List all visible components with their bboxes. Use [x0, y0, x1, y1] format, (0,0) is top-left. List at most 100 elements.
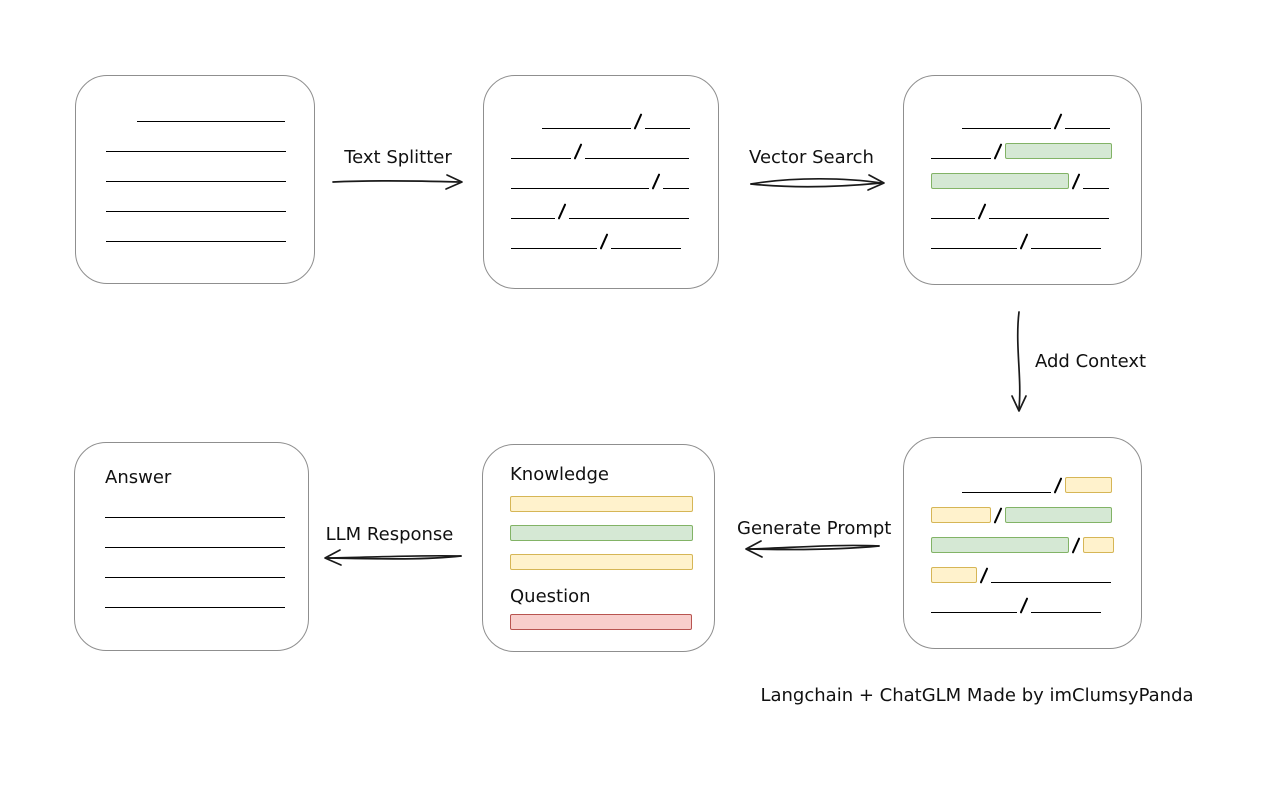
context-chunk-lines [931, 471, 1141, 614]
question-bar [510, 613, 714, 630]
slash-separator [1071, 537, 1081, 554]
text-row [510, 553, 714, 570]
text-row [931, 531, 1141, 554]
answer-label: Answer [105, 467, 172, 488]
green-highlight-chunk [931, 173, 1069, 189]
yellow-highlight-chunk [1065, 477, 1113, 493]
text-line-segment [106, 149, 286, 152]
slash-separator [1019, 597, 1029, 614]
text-line-segment [511, 186, 649, 189]
arrow-label-vector-search: Vector Search [749, 147, 874, 168]
arrow-label-generate-prompt: Generate Prompt [737, 518, 892, 539]
text-row [105, 496, 308, 518]
text-line-segment [106, 209, 286, 212]
arrow-vector-search [750, 174, 885, 191]
slash-separator [1053, 113, 1063, 130]
slash-separator [633, 113, 643, 130]
text-line-segment [931, 246, 1017, 249]
knowledge-bars [510, 495, 714, 570]
arrow-label-add-context: Add Context [1035, 351, 1147, 372]
document-lines [106, 100, 314, 242]
text-line-segment [931, 216, 975, 219]
text-row [931, 561, 1141, 584]
green-highlight-chunk [931, 537, 1069, 553]
text-line-segment [931, 156, 991, 159]
text-line-segment [962, 126, 1051, 129]
text-line-segment [105, 515, 285, 518]
arrow-generate-prompt [745, 540, 880, 558]
text-line-segment [106, 179, 286, 182]
arrow-text-splitter [332, 174, 463, 190]
text-line-segment [611, 246, 682, 249]
green-highlight-chunk [1005, 507, 1113, 523]
text-line-segment [989, 216, 1110, 219]
text-row [931, 227, 1141, 250]
red-highlight-chunk [510, 614, 692, 630]
answer-lines [105, 496, 308, 608]
text-row [106, 220, 314, 242]
slash-separator [573, 143, 583, 160]
arrow-llm-response [324, 549, 462, 566]
text-row [106, 190, 314, 212]
caption: Langchain + ChatGLM Made by imClumsyPand… [760, 685, 1194, 706]
text-row [137, 100, 314, 122]
text-row [931, 167, 1141, 190]
text-row [511, 167, 718, 190]
text-line-segment [931, 610, 1017, 613]
text-line-segment [645, 126, 691, 129]
slash-separator [1053, 477, 1063, 494]
text-row [511, 197, 718, 220]
text-line-segment [991, 580, 1112, 583]
box-answer: Answer [74, 442, 309, 651]
yellow-highlight-chunk [510, 554, 693, 570]
text-row [510, 613, 714, 630]
text-row [931, 591, 1141, 614]
text-row [931, 197, 1141, 220]
text-row [931, 137, 1141, 160]
slash-separator [1071, 173, 1081, 190]
text-row [511, 227, 718, 250]
slash-separator [557, 203, 567, 220]
text-line-segment [585, 156, 690, 159]
text-row [962, 107, 1141, 130]
text-line-segment [137, 119, 285, 122]
text-row [511, 137, 718, 160]
slash-separator [977, 203, 987, 220]
yellow-highlight-chunk [1083, 537, 1115, 553]
text-row [510, 495, 714, 512]
slash-separator [993, 507, 1003, 524]
text-line-segment [962, 490, 1051, 493]
box-vector-matched-chunks [903, 75, 1142, 285]
text-line-segment [511, 246, 597, 249]
box-prompt: Knowledge Question [482, 444, 715, 652]
green-highlight-chunk [1005, 143, 1113, 159]
text-line-segment [105, 545, 285, 548]
box-source-document [75, 75, 315, 284]
text-row [931, 501, 1141, 524]
text-line-segment [105, 575, 285, 578]
slash-separator [979, 567, 989, 584]
text-row [105, 556, 308, 578]
arrow-label-text-splitter: Text Splitter [344, 147, 452, 168]
yellow-highlight-chunk [931, 507, 991, 523]
chunk-lines [511, 107, 718, 250]
box-split-chunks [483, 75, 719, 289]
matched-chunk-lines [931, 107, 1141, 250]
text-row [510, 524, 714, 541]
slash-separator [599, 233, 609, 250]
text-row [106, 160, 314, 182]
text-row [106, 130, 314, 152]
text-line-segment [105, 605, 285, 608]
text-line-segment [511, 216, 555, 219]
text-line-segment [663, 186, 690, 189]
text-line-segment [106, 239, 286, 242]
yellow-highlight-chunk [510, 496, 693, 512]
text-row [105, 526, 308, 548]
slash-separator [993, 143, 1003, 160]
green-highlight-chunk [510, 525, 693, 541]
question-label: Question [510, 586, 591, 607]
text-line-segment [1083, 186, 1110, 189]
text-line-segment [1065, 126, 1111, 129]
arrow-label-llm-response: LLM Response [325, 524, 454, 545]
